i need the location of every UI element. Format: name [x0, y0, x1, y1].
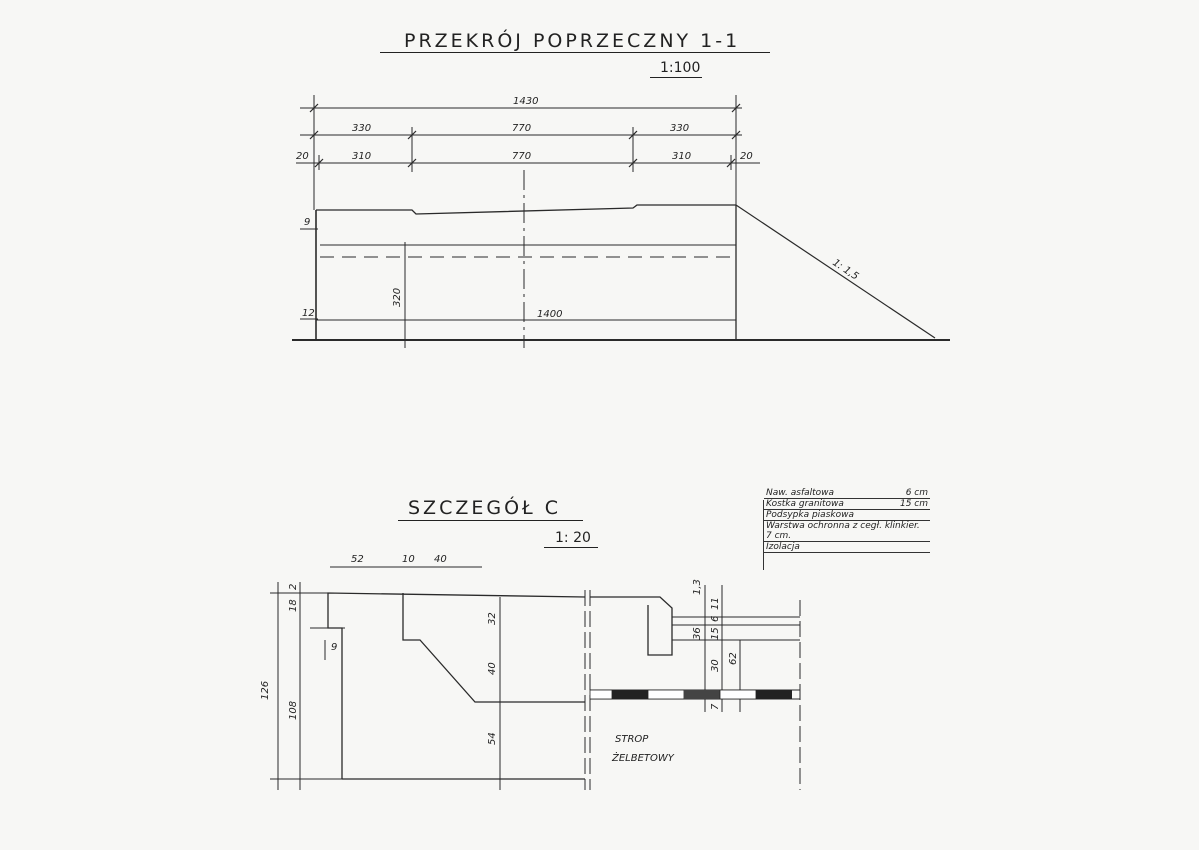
dim-text: 1430 [513, 96, 538, 107]
dim-text: 40 [487, 662, 498, 675]
dim-text: 320 [392, 288, 403, 307]
dim-text: 9 [331, 642, 337, 653]
dim-text: 1400 [537, 309, 562, 320]
slab-label: STROP [615, 734, 649, 745]
layers-legend: Naw. asfaltowa 6 cm Kostka granitowa 15 … [764, 488, 930, 553]
dim-text: 770 [512, 123, 531, 134]
dim-text: 310 [352, 151, 371, 162]
embankment-slope [735, 204, 936, 339]
dim-text: 11 [710, 597, 721, 610]
legend-label: Naw. asfaltowa [766, 488, 835, 498]
legend-row: Naw. asfaltowa 6 cm [764, 488, 930, 499]
dim-text: 30 [710, 659, 721, 672]
dim-text: 126 [260, 681, 271, 700]
deck-surface [316, 204, 736, 215]
dim-text: 62 [728, 652, 739, 665]
legend-value: 15 cm [899, 499, 928, 509]
slope-label: 1: 1,5 [830, 257, 860, 282]
dim-text: 2 [288, 584, 299, 590]
dim-text: 40 [434, 554, 447, 565]
dim-text: 52 [351, 554, 364, 565]
detail-title-underline [398, 520, 583, 521]
dim-text: 1,3 [692, 579, 703, 595]
dim-text: 54 [487, 732, 498, 745]
dim-text: 18 [288, 599, 299, 612]
legend-label: Kostka granitowa [766, 499, 844, 509]
section-scale-underline [650, 77, 702, 78]
legend-label: Izolacja [766, 542, 800, 552]
dim-text: 32 [487, 612, 498, 625]
dim-text: 330 [352, 123, 371, 134]
dim-text: 108 [288, 701, 299, 720]
clinker-layer [589, 689, 792, 700]
dim-text: 20 [740, 151, 753, 162]
section-title: PRZEKRÓJ POPRZECZNY 1-1 [404, 30, 741, 52]
dim-text: 7 [710, 703, 721, 710]
dim-text: 20 [296, 151, 309, 162]
legend-row: Kostka granitowa 15 cm [764, 499, 930, 510]
detail-scale-underline [544, 547, 598, 548]
dim-text: 310 [672, 151, 691, 162]
dim-text: 10 [402, 554, 415, 565]
dim-text: 6 [710, 616, 721, 622]
legend-leader-line [763, 500, 764, 570]
dim-text: 9 [304, 217, 310, 228]
dim-text: 15 [710, 627, 721, 640]
detail-outline [327, 592, 586, 779]
detail-scale: 1: 20 [555, 530, 591, 546]
detail-inner-profile [402, 593, 585, 703]
dim-text: 770 [512, 151, 531, 162]
legend-row: Podsypka piaskowa [764, 510, 930, 521]
detail-title: SZCZEGÓŁ C [408, 497, 562, 519]
dim-text: 330 [670, 123, 689, 134]
legend-label: Podsypka piaskowa [766, 510, 854, 520]
dim-text: 12 [302, 308, 315, 319]
legend-value: 6 cm [905, 488, 928, 498]
section-scale: 1:100 [660, 60, 701, 76]
curb-stone [590, 596, 673, 656]
legend-label: Warstwa ochronna z cegł. klinkier. 7 cm. [766, 521, 920, 541]
slab-label: ŻELBETOWY [611, 751, 675, 764]
dim-text: 36 [692, 627, 703, 640]
section-title-underline [380, 52, 770, 53]
legend-row: Warstwa ochronna z cegł. klinkier. 7 cm. [764, 521, 930, 542]
legend-row: Izolacja [764, 542, 930, 553]
